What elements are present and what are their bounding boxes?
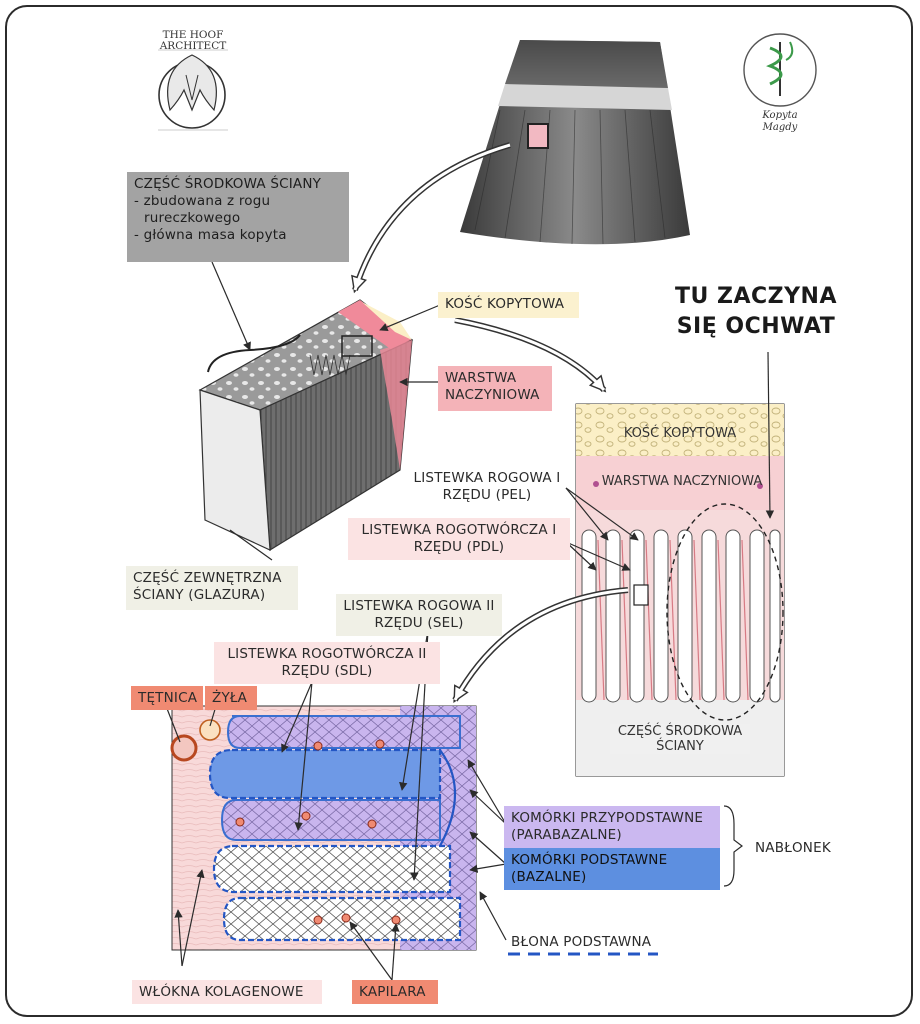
panel-kosc-label: KOŚĆ KOPYTOWA	[623, 426, 737, 441]
kapilara-label: KAPILARA	[352, 980, 438, 1004]
blona-podstawna-label: BŁONA PODSTAWNA	[511, 934, 652, 950]
wall-section-block	[198, 299, 414, 552]
panel-czesc-srodkowa-label: CZĘŚĆ ŚRODKOWA ŚCIANY	[610, 724, 750, 754]
logo-line: THE HOOF	[162, 29, 224, 41]
hoof-architect-logo	[158, 49, 228, 131]
kopyta-magdy-logo-text: Kopyta Magdy	[752, 110, 808, 134]
logo-line: ARCHITECT	[159, 40, 227, 52]
kopyta-magdy-logo	[743, 33, 817, 107]
czesc-zewnetrzna-label: CZĘŚĆ ZEWNĘTRZNA ŚCIANY (GLAZURA)	[126, 566, 298, 610]
logo-line: Kopyta	[762, 110, 798, 121]
histology-panel	[170, 705, 477, 951]
wlokna-kolagenowe-label: WŁÓKNA KOLAGENOWE	[132, 980, 322, 1004]
kosc-kopytowa-label: KOŚĆ KOPYTOWA	[438, 292, 579, 318]
tu-zaczyna-heading: TU ZACZYNA SIĘ OCHWAT	[675, 284, 837, 339]
nablonek-label: NABŁONEK	[755, 840, 831, 856]
middle-wall-title: CZĘŚĆ ŚRODKOWA ŚCIANY	[134, 176, 322, 192]
listewka-rogowa-1-label: LISTEWKA ROGOWA I RZĘDU (PEL)	[413, 470, 561, 503]
logo-line: Magdy	[762, 122, 798, 133]
komorki-przypodstawne-label: KOMÓRKI PRZYPODSTAWNE (PARABAZALNE)	[504, 806, 720, 848]
panel-warstwa-label: WARSTWA NACZYNIOWA	[601, 474, 763, 489]
zyla-label: ŻYŁA	[205, 686, 257, 710]
middle-wall-line: rureczkowego	[144, 210, 241, 226]
middle-wall-label: CZĘŚĆ ŚRODKOWA ŚCIANY - zbudowana z rogu…	[127, 172, 349, 262]
middle-wall-line: - zbudowana z rogu	[134, 193, 271, 209]
listewka-rogotworcza-2-label: LISTEWKA ROGOTWÓRCZA II RZĘDU (SDL)	[214, 642, 440, 684]
tetnica-label: TĘTNICA	[131, 686, 203, 710]
warstwa-naczyniowa-label: WARSTWA NACZYNIOWA	[438, 366, 552, 411]
komorki-podstawne-label: KOMÓRKI PODSTAWNE (BAZALNE)	[504, 848, 720, 890]
hoof-photo	[460, 40, 690, 245]
hoof-architect-logo-text: THE HOOF ARCHITECT	[152, 30, 234, 52]
page-frame	[5, 5, 913, 1017]
middle-wall-line: - główna masa kopyta	[134, 227, 287, 243]
listewka-rogotworcza-1-label: LISTEWKA ROGOTWÓRCZA I RZĘDU (PDL)	[348, 518, 570, 560]
listewka-rogowa-2-label: LISTEWKA ROGOWA II RZĘDU (SEL)	[336, 594, 502, 636]
